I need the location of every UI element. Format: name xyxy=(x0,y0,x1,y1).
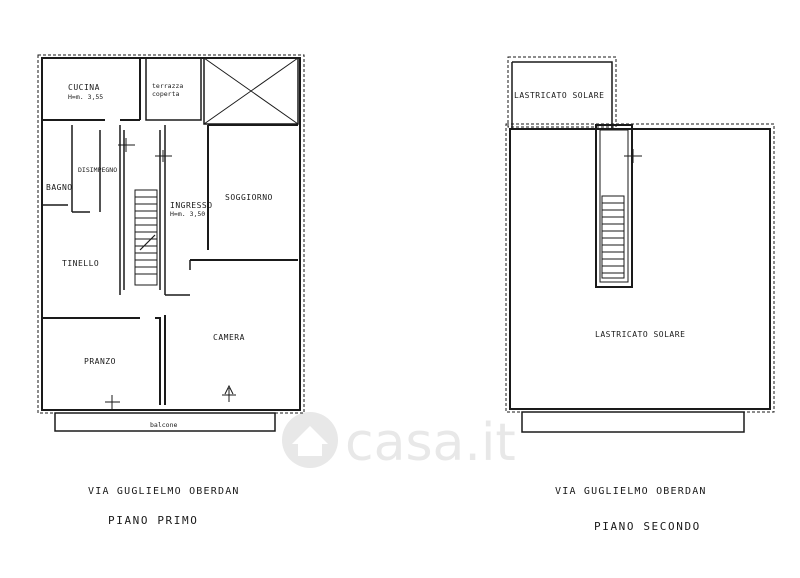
primo-balcone xyxy=(54,412,276,432)
secondo-floor-label: PIANO SECONDO xyxy=(594,520,701,533)
secondo-stairs xyxy=(601,195,625,279)
label-disimpegno: DISIMPEGNO xyxy=(78,166,117,174)
primo-outer-walls xyxy=(41,57,301,411)
plan-piano-secondo xyxy=(505,56,775,433)
primo-wall-camera xyxy=(165,260,191,296)
label-terrazza: terrazza xyxy=(152,82,183,90)
primo-terrazza-box xyxy=(145,57,202,121)
watermark-logo-icon xyxy=(282,412,338,468)
label-cucina: CUCINA xyxy=(68,83,100,92)
label-soggiorno: SOGGIORNO xyxy=(225,193,273,202)
label-lastricato-top: LASTRICATO SOLARE xyxy=(514,91,604,100)
secondo-street-label: VIA GUGLIELMO OBERDAN xyxy=(555,486,707,497)
primo-wall-pranzo xyxy=(42,315,166,405)
primo-wall-corridor xyxy=(119,125,166,295)
label-ingresso: INGRESSO xyxy=(170,201,213,210)
secondo-top-boundary xyxy=(507,56,617,128)
label-ingresso-height: H=m. 3,50 xyxy=(170,210,205,218)
primo-void-cross xyxy=(203,57,299,125)
secondo-entry-marker xyxy=(624,149,642,163)
label-camera: CAMERA xyxy=(213,333,245,342)
secondo-stairwell xyxy=(595,124,633,288)
label-terrazza-coperta: coperta xyxy=(152,90,179,98)
label-tinello: TINELLO xyxy=(62,259,99,268)
label-balcone: balcone xyxy=(150,421,177,429)
primo-street-label: VIA GUGLIELMO OBERDAN xyxy=(88,486,240,497)
label-cucina-height: H=m. 3,55 xyxy=(68,93,103,101)
secondo-base xyxy=(521,411,745,433)
secondo-outer-walls xyxy=(509,128,771,410)
primo-floor-label: PIANO PRIMO xyxy=(108,514,198,527)
label-lastricato-main: LASTRICATO SOLARE xyxy=(595,330,685,339)
label-pranzo: PRANZO xyxy=(84,357,116,366)
label-bagno: BAGNO xyxy=(46,183,73,192)
secondo-room-labels: LASTRICATO SOLARE LASTRICATO SOLARE xyxy=(514,91,685,339)
primo-outer-boundary xyxy=(37,54,305,414)
watermark: casa.it xyxy=(282,412,516,473)
primo-room-labels: CUCINA H=m. 3,55 terrazza coperta DISIMP… xyxy=(46,82,273,429)
watermark-text: casa.it xyxy=(345,413,516,473)
plan-piano-primo xyxy=(37,54,305,432)
primo-wall-bagno xyxy=(42,125,101,213)
primo-entry-markers xyxy=(105,138,236,410)
secondo-outer-boundary xyxy=(505,123,775,413)
secondo-stairwell-inner xyxy=(599,129,629,283)
primo-stairs xyxy=(134,189,158,286)
secondo-top-terrace xyxy=(511,61,613,130)
primo-wall-kitchen xyxy=(42,58,141,121)
primo-wall-soggiorno xyxy=(190,124,298,261)
